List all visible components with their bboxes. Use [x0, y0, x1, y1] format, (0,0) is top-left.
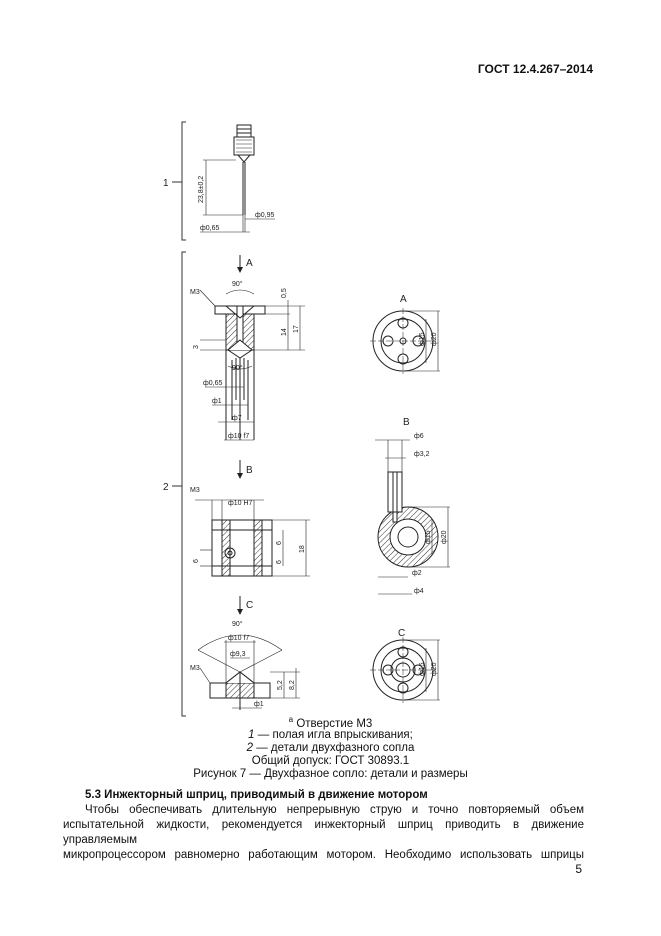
- dim-b-6-left: 6: [193, 559, 200, 563]
- view-label-a: A: [246, 258, 253, 269]
- dim-c-front-20: ф20: [431, 662, 438, 676]
- view-label-b: B: [246, 465, 253, 476]
- paragraph-line-2: испытательной жидкости, рекомендуется ин…: [63, 819, 584, 846]
- paragraph-line-1: Чтобы обеспечивать длительную непрерывну…: [85, 804, 584, 816]
- dim-b-4: ф4: [414, 588, 424, 595]
- needle-drawing: [200, 124, 275, 233]
- figure-note: a Отверстие М3: [0, 713, 661, 731]
- note-mark: a: [288, 715, 294, 724]
- dim-b-15: ф15: [425, 530, 432, 544]
- dim-b-2: ф2: [412, 570, 422, 577]
- dim-c-front-15: ф15: [419, 662, 426, 676]
- dim-b-6-a: 6: [276, 541, 283, 545]
- dim-a-front-15: ф15: [419, 332, 426, 346]
- dim-a-angle-top: 90°: [232, 280, 243, 288]
- section-heading: 5.3 Инжекторный шприц, приводимый в движ…: [85, 789, 428, 801]
- tolerance-note: Общий допуск: ГОСТ 30893.1: [251, 755, 410, 767]
- view-label-c-front: C: [398, 628, 405, 639]
- dim-b-32: ф3,2: [414, 451, 430, 458]
- dim-c-thread: M3: [190, 665, 200, 672]
- dim-c-52: 5,2: [277, 680, 284, 690]
- part-c-section: [197, 634, 300, 710]
- part-b-front-view: [375, 439, 450, 595]
- part-label-1: 1: [163, 178, 169, 189]
- legend-item-1-num: 1: [248, 729, 255, 741]
- page-number: 5: [575, 862, 582, 876]
- dim-a-14: 14: [281, 328, 288, 336]
- dim-a-065: ф0,65: [203, 380, 222, 387]
- part-a-front-view: [370, 308, 440, 374]
- dim-b-6-b: 6: [276, 560, 283, 564]
- dim-needle-outer: ф0,95: [255, 212, 274, 219]
- dim-b-18: 18: [299, 545, 306, 553]
- dim-a-1: ф1: [212, 398, 222, 405]
- dim-a-thread: M3: [190, 289, 200, 296]
- dim-c-10f7: ф10 f7: [228, 635, 249, 642]
- legend-item-2: 2 — детали двухфазного сопла: [0, 741, 661, 755]
- view-label-b-front: B: [403, 417, 410, 428]
- paragraph-line-3: микропроцессором равномерно работающим м…: [63, 849, 584, 861]
- section-paragraph: Чтобы обеспечивать длительную непрерывну…: [63, 803, 584, 863]
- document-code: ГОСТ 12.4.267–2014: [477, 62, 593, 76]
- view-label-a-front: A: [400, 294, 407, 305]
- part-label-2: 2: [163, 482, 169, 493]
- note-text: Отверстие М3: [296, 717, 373, 730]
- dim-b-thread: M3: [190, 487, 200, 494]
- dim-a-front-20: ф20: [431, 332, 438, 346]
- dim-b-6: ф6: [414, 433, 424, 440]
- dim-a-3: 3: [193, 345, 200, 349]
- dim-a-angle-bottom: 90°: [232, 364, 243, 372]
- view-label-c: C: [246, 600, 253, 611]
- legend-item-1: 1 — полая игла впрыскивания;: [0, 728, 661, 742]
- dim-a-17: 17: [293, 325, 300, 333]
- legend-item-1-text: — полая игла впрыскивания;: [254, 729, 413, 741]
- dim-a-05: 0,5: [281, 288, 288, 298]
- dim-c-1: ф1: [254, 701, 264, 708]
- part-c-front-view: [370, 637, 440, 703]
- dim-c-angle: 90°: [232, 620, 243, 628]
- part-a-section: [199, 289, 305, 441]
- legend-item-2-num: 2: [246, 742, 254, 754]
- part-brackets: [172, 121, 186, 717]
- dim-needle-length: 23,8±0,2: [198, 176, 205, 203]
- dim-a-7: ф7: [232, 415, 242, 422]
- figure-caption: Рисунок 7 — Двухфазное сопло: детали и р…: [193, 768, 468, 780]
- dim-c-93: ф9,3: [230, 651, 246, 658]
- dim-b-10h7: ф10 H7: [228, 500, 253, 507]
- dim-c-82: 8,2: [289, 680, 296, 690]
- dim-b-20: ф20: [441, 530, 448, 544]
- dim-needle-inner: ф0,65: [200, 225, 219, 232]
- technical-drawing: 1 2 23,8±0,2 ф0,95 ф0,65 A: [163, 121, 450, 717]
- part-b-section: [195, 499, 310, 577]
- legend-item-2-text: — детали двухфазного сопла: [253, 742, 415, 754]
- dim-a-10f7: ф10 f7: [228, 433, 249, 440]
